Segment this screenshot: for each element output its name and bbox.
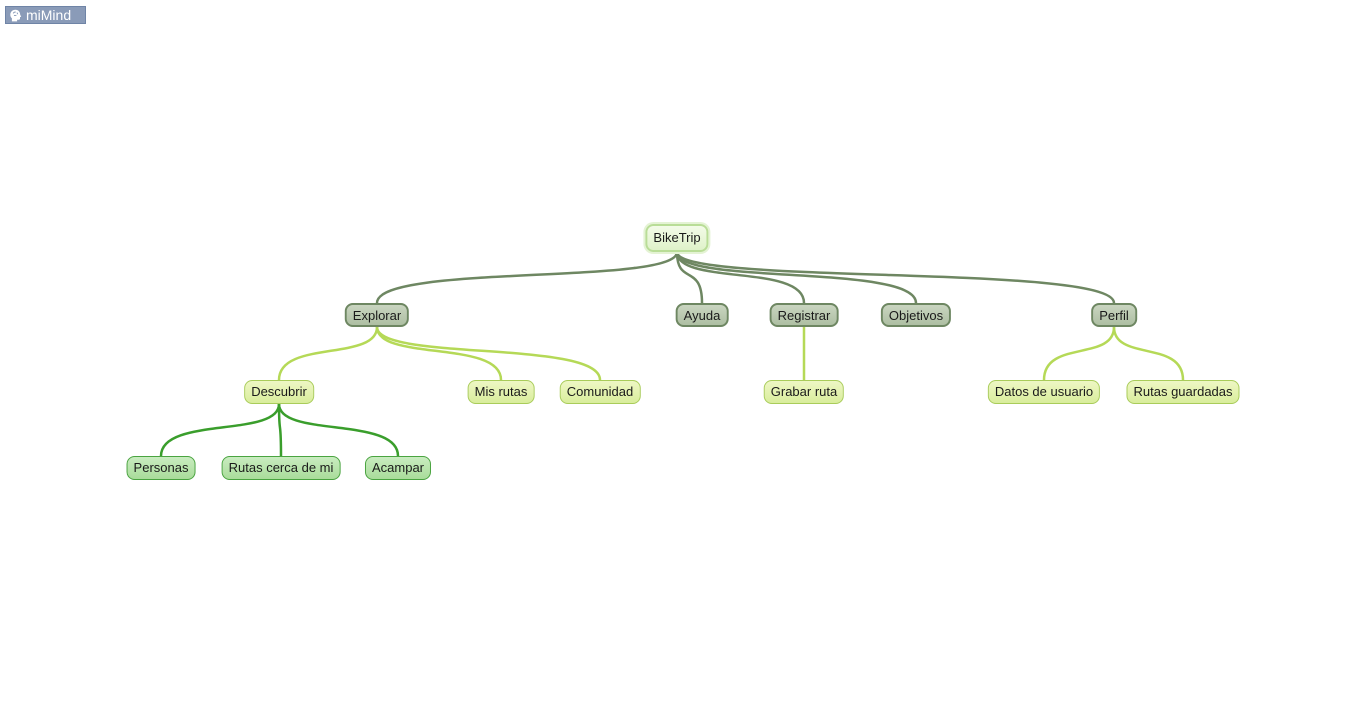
node-explorar[interactable]: Explorar: [344, 303, 410, 327]
logo-text: miMind: [26, 7, 72, 23]
node-mis-rutas[interactable]: Mis rutas: [467, 380, 535, 404]
link-root-explorar: [375, 250, 679, 305]
link-root-ayuda: [675, 250, 704, 305]
node-rutas-guardadas[interactable]: Rutas guardadas: [1126, 380, 1240, 404]
node-acampar[interactable]: Acampar: [364, 456, 432, 480]
link-perfil-datos: [1042, 325, 1116, 382]
link-explorar-misrutas: [375, 325, 503, 382]
link-perfil-guardadas: [1112, 325, 1185, 382]
node-perfil[interactable]: Perfil: [1091, 303, 1137, 327]
node-rutas-cerca-de-mi[interactable]: Rutas cerca de mi: [221, 456, 341, 480]
node-grabar-ruta[interactable]: Grabar ruta: [763, 380, 845, 404]
link-descubrir-personas: [159, 402, 281, 458]
node-comunidad[interactable]: Comunidad: [559, 380, 641, 404]
link-explorar-descubrir: [277, 325, 379, 382]
head-brain-icon: [10, 9, 22, 21]
link-root-objetivos: [675, 250, 918, 305]
app-logo[interactable]: miMind: [5, 6, 86, 24]
node-objetivos[interactable]: Objetivos: [880, 303, 952, 327]
node-ayuda[interactable]: Ayuda: [675, 303, 729, 327]
node-registrar[interactable]: Registrar: [769, 303, 839, 327]
node-personas[interactable]: Personas: [126, 456, 196, 480]
link-descubrir-cerca: [277, 402, 283, 458]
link-root-registrar: [675, 250, 806, 305]
link-descubrir-acampar: [277, 402, 400, 458]
node-datos-de-usuario[interactable]: Datos de usuario: [987, 380, 1101, 404]
link-explorar-comunidad: [375, 325, 602, 382]
node-biketrip[interactable]: BikeTrip: [645, 224, 709, 252]
link-root-perfil: [675, 250, 1116, 305]
node-descubrir[interactable]: Descubrir: [244, 380, 314, 404]
